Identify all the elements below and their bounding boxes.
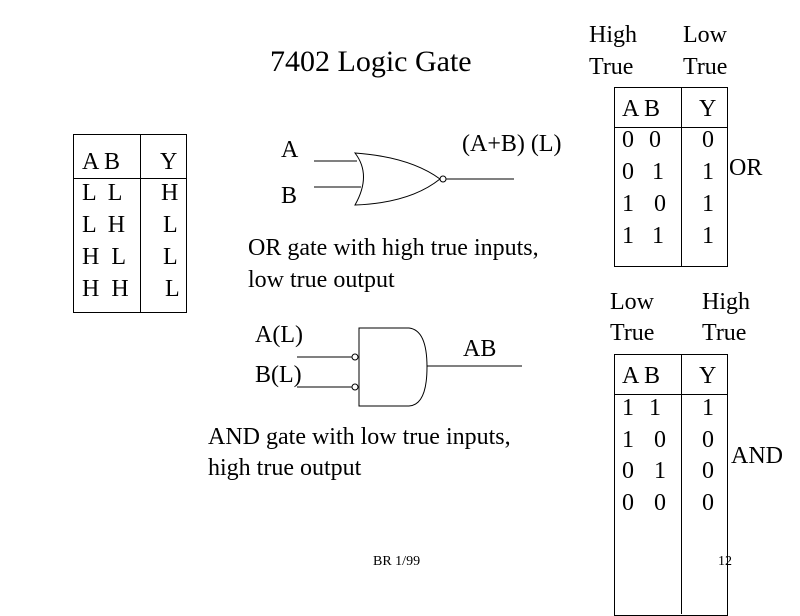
and-row-y: 0 (702, 427, 714, 453)
or-row-b: 0 (654, 191, 666, 217)
or-row-b: 1 (652, 159, 664, 185)
or-row-a: 1 (622, 191, 634, 217)
hl-row-ab: H L (82, 244, 126, 270)
slide-title: 7402 Logic Gate (270, 45, 472, 78)
gate-diagrams (297, 152, 522, 407)
or-row-y: 1 (702, 159, 714, 185)
and-output-header-line1: High (702, 289, 750, 315)
or-gate-body (353, 152, 441, 206)
or-input-header-line2: True (589, 54, 634, 80)
or-output-header-line2: True (683, 54, 728, 80)
and-row-b: 1 (649, 395, 661, 421)
hl-row-ab: L H (82, 212, 126, 238)
and-row-a: 0 (622, 458, 634, 484)
and-gate-symbol (297, 327, 522, 407)
and-input-header-line2: True (610, 320, 655, 346)
hl-row-y: L (165, 276, 180, 302)
hl-row-y: L (163, 212, 178, 238)
hl-table-header-rule (73, 178, 186, 179)
or-header-y: Y (699, 96, 717, 122)
or-table-header-rule (614, 127, 727, 128)
hl-row-ab: L L (82, 180, 123, 206)
and-row-y: 0 (702, 458, 714, 484)
or-row-y: 1 (702, 191, 714, 217)
or-row-b: 1 (652, 223, 664, 249)
and-row-b: 1 (654, 458, 666, 484)
and-input-b-bubble (351, 383, 359, 391)
or-side-label: OR (729, 155, 763, 181)
or-row-a: 0 (622, 159, 634, 185)
and-row-y: 1 (702, 395, 714, 421)
or-row-a: 0 (622, 127, 634, 153)
footer-author-date: BR 1/99 (373, 554, 421, 569)
and-header-y: Y (699, 363, 717, 389)
or-output-label: (A+B) (L) (462, 131, 562, 157)
or-row-b: 0 (649, 127, 661, 153)
and-row-y: 0 (702, 490, 714, 516)
and-output-header-line2: True (702, 320, 747, 346)
and-table-header-rule (614, 394, 727, 395)
or-row-a: 1 (622, 223, 634, 249)
and-row-a: 0 (622, 490, 634, 516)
and-gate-body (358, 327, 428, 407)
or-caption-line1: OR gate with high true inputs, (248, 235, 539, 261)
and-row-b: 0 (654, 427, 666, 453)
or-output-header-line1: Low (683, 22, 727, 48)
hl-row-y: H (161, 180, 179, 206)
and-input-a-label: A(L) (255, 322, 303, 348)
and-table-divider (681, 354, 682, 614)
and-header-ab: A B (622, 363, 661, 389)
or-table-divider (681, 87, 682, 266)
page-number: 12 (718, 554, 732, 569)
hl-row-ab: H H (82, 276, 129, 302)
and-row-a: 1 (622, 427, 634, 453)
and-input-a-bubble (351, 353, 359, 361)
or-gate-symbol (314, 152, 514, 206)
and-caption-line2: high true output (208, 455, 362, 481)
or-output-bubble (439, 175, 447, 183)
or-header-ab: A B (622, 96, 661, 122)
and-side-label: AND (731, 443, 783, 469)
and-row-a: 1 (622, 395, 634, 421)
and-caption-line1: AND gate with low true inputs, (208, 424, 511, 450)
or-input-b-label: B (281, 183, 298, 209)
hl-header-ab: A B (82, 149, 121, 175)
or-input-a-label: A (281, 137, 299, 163)
hl-header-y: Y (160, 149, 178, 175)
and-input-header-line1: Low (610, 289, 654, 315)
or-table-border (614, 87, 728, 267)
or-row-y: 0 (702, 127, 714, 153)
and-input-b-label: B(L) (255, 362, 302, 388)
or-row-y: 1 (702, 223, 714, 249)
and-row-b: 0 (654, 490, 666, 516)
hl-table-divider (140, 134, 141, 312)
or-input-header-line1: High (589, 22, 637, 48)
hl-table-border (73, 134, 187, 313)
hl-row-y: L (163, 244, 178, 270)
and-output-label: AB (463, 336, 497, 362)
or-caption-line2: low true output (248, 267, 395, 293)
